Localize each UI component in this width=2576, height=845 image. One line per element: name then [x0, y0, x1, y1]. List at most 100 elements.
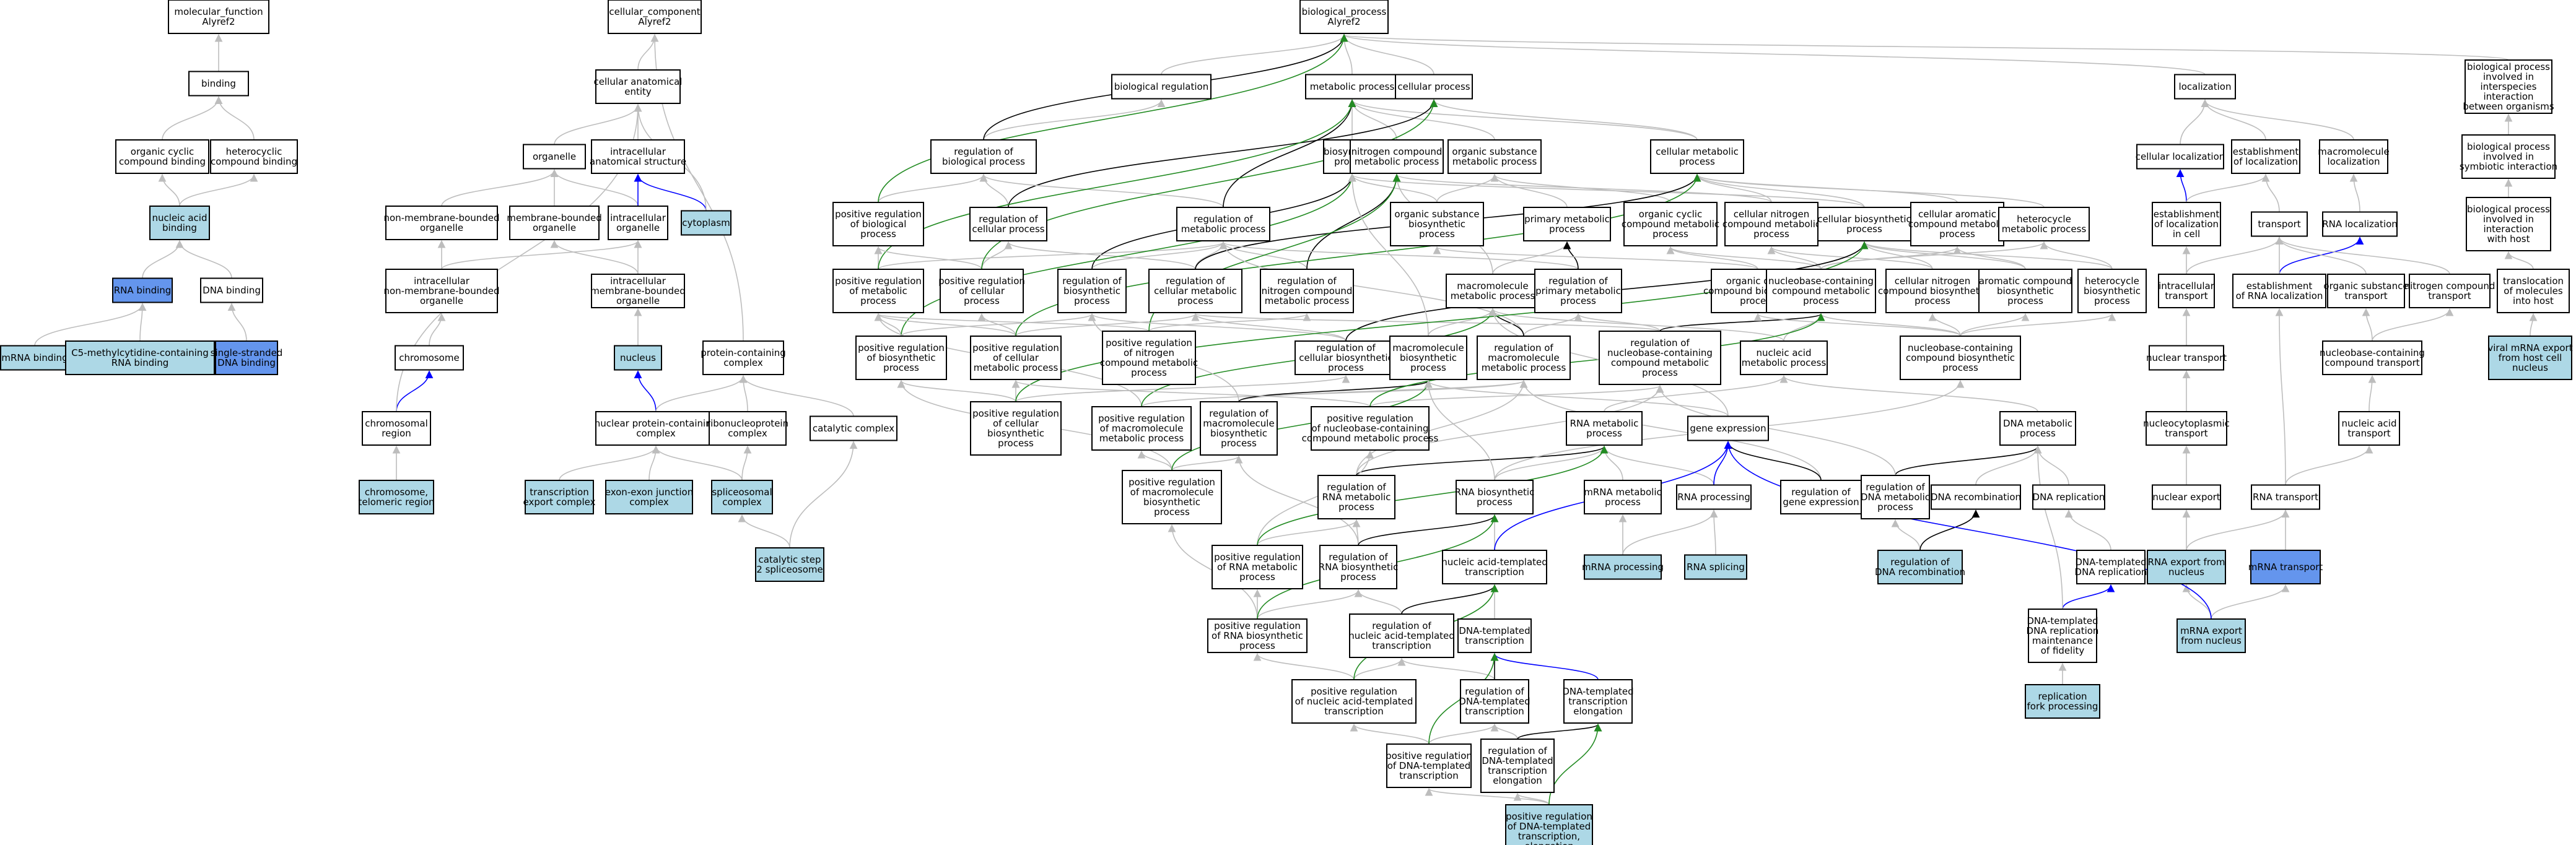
go-term-node[interactable]: cellular process — [1395, 74, 1473, 100]
go-term-node[interactable]: RNA splicing — [1684, 554, 1747, 580]
go-term-node[interactable]: metabolic process — [1305, 74, 1399, 100]
go-term-node[interactable]: binding — [188, 71, 249, 97]
go-term-node[interactable]: nuclear export — [2152, 484, 2221, 510]
go-term-node[interactable]: nuclear transport — [2146, 345, 2227, 371]
go-term-node[interactable]: mRNA processing — [1582, 554, 1664, 580]
go-term-node[interactable]: cytoplasm — [681, 210, 731, 236]
go-term-node[interactable]: transport — [2251, 211, 2308, 237]
go-term-node[interactable]: chromosome — [395, 345, 464, 371]
go-term-node[interactable]: regulation ofnucleobase-containingcompou… — [1599, 331, 1721, 385]
go-term-node[interactable]: cellular localization — [2136, 144, 2225, 170]
go-term-node[interactable]: nucleus — [614, 345, 662, 371]
go-term-node[interactable]: gene expression — [1687, 415, 1769, 441]
go-term-node[interactable]: RNA processing — [1676, 484, 1752, 510]
go-term-node[interactable]: mRNA binding — [0, 345, 69, 371]
go-term-node[interactable]: DNA recombination — [1931, 484, 2021, 510]
go-term-node[interactable]: mRNA transport — [2248, 550, 2323, 584]
go-term-node[interactable]: biological regulation — [1111, 74, 1212, 100]
go-term-node[interactable]: organelle — [523, 144, 586, 170]
go-term-node[interactable]: chromosome,telomeric region — [358, 480, 435, 514]
go-term-node[interactable]: catalytic complex — [810, 415, 897, 441]
go-term-node[interactable]: intracellularnon-membrane-boundedorganel… — [383, 269, 500, 313]
go-term-node[interactable]: regulation ofmacromoleculebiosyntheticpr… — [1200, 401, 1278, 456]
